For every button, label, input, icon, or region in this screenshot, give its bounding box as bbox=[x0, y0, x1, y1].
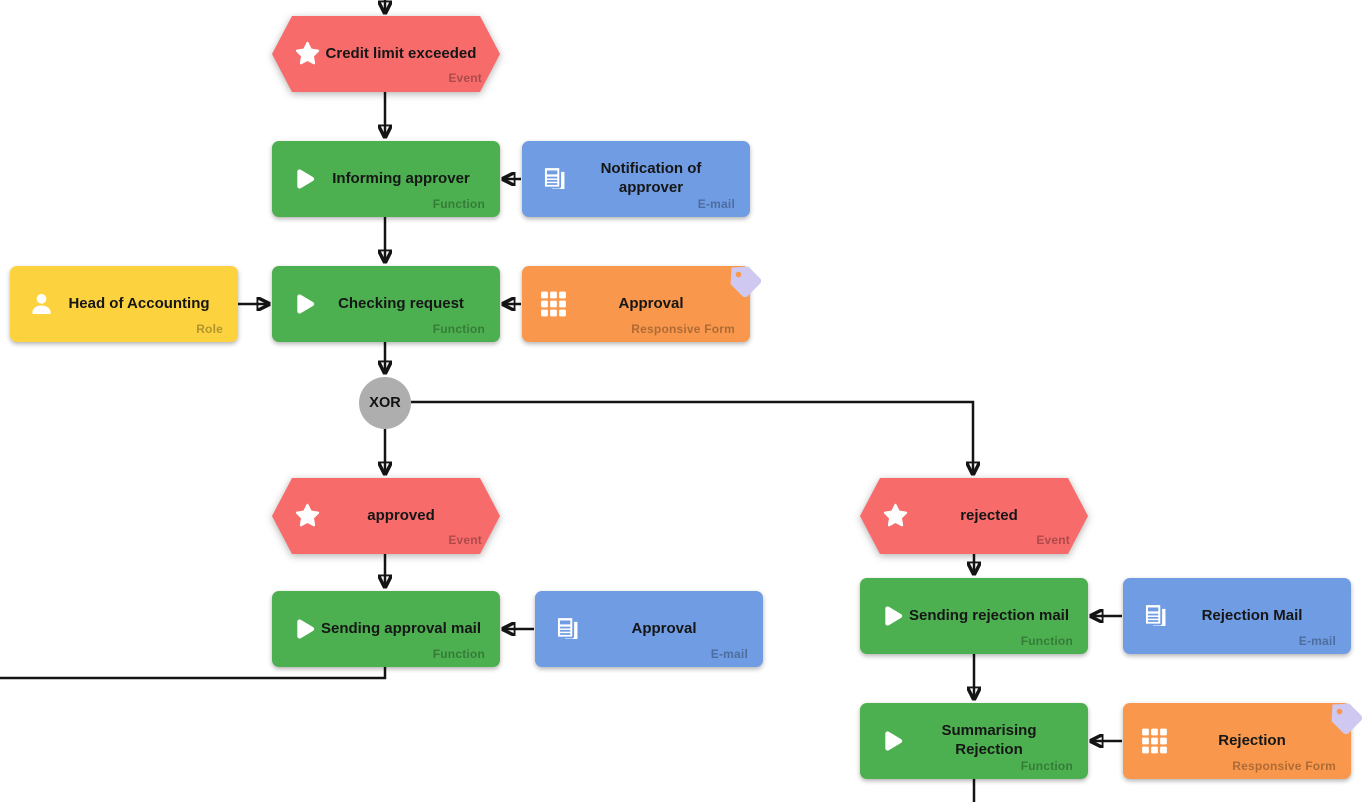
star-icon bbox=[294, 503, 321, 530]
document-icon bbox=[540, 165, 570, 193]
function-checking-request[interactable]: Checking request Function bbox=[272, 266, 500, 342]
node-label: Approval bbox=[618, 294, 684, 312]
node-label: Notification of approver bbox=[600, 160, 702, 196]
event-shape[interactable]: approved Event bbox=[272, 478, 500, 554]
role-head-of-accounting[interactable]: Head of Accounting Role bbox=[10, 266, 238, 342]
node-type-label: Role bbox=[196, 322, 223, 336]
function-summarising-rejection[interactable]: Summarising Rejection Function bbox=[860, 703, 1088, 779]
node-label: Informing approver bbox=[332, 169, 470, 187]
function-sending-approval-mail[interactable]: Sending approval mail Function bbox=[272, 591, 500, 667]
node-type-label: Function bbox=[432, 647, 485, 661]
node-label: Summarising Rejection bbox=[941, 722, 1037, 758]
email-rejection-mail[interactable]: Rejection Mail E-mail bbox=[1123, 578, 1351, 654]
node-type-label: E-mail bbox=[697, 197, 735, 211]
event-shape[interactable]: Credit limit exceeded Event bbox=[272, 16, 500, 92]
form-rejection[interactable]: Rejection Responsive Form bbox=[1123, 703, 1351, 779]
node-label: Credit limit exceeded bbox=[325, 44, 477, 62]
node-label: Sending approval mail bbox=[320, 619, 482, 637]
play-icon bbox=[878, 728, 905, 755]
tag-icon bbox=[1324, 696, 1364, 736]
event-shape[interactable]: rejected Event bbox=[860, 478, 1088, 554]
form-approval[interactable]: Approval Responsive Form bbox=[522, 266, 750, 342]
edge-xor-to-rejected[interactable] bbox=[411, 400, 973, 474]
event-rejected[interactable]: rejected Event bbox=[860, 478, 1088, 554]
document-icon bbox=[1141, 602, 1171, 630]
xor-connector[interactable]: XOR bbox=[359, 377, 411, 429]
person-icon bbox=[28, 291, 55, 318]
node-type-label: E-mail bbox=[1298, 634, 1336, 648]
node-type-label: Function bbox=[1020, 759, 1073, 773]
node-type-label: Function bbox=[432, 322, 485, 336]
function-informing-approver[interactable]: Informing approver Function bbox=[272, 141, 500, 217]
node-type-label: Event bbox=[1036, 533, 1070, 547]
xor-label: XOR bbox=[369, 395, 401, 411]
node-label: Rejection Mail bbox=[1201, 606, 1303, 624]
function-sending-rejection-mail[interactable]: Sending rejection mail Function bbox=[860, 578, 1088, 654]
node-label: approved bbox=[367, 506, 435, 524]
node-type-label: Responsive Form bbox=[1232, 759, 1336, 773]
node-label: Rejection bbox=[1218, 731, 1286, 749]
event-approved[interactable]: approved Event bbox=[272, 478, 500, 554]
tag-icon bbox=[723, 259, 763, 299]
play-icon bbox=[290, 166, 317, 193]
node-type-label: Responsive Form bbox=[631, 322, 735, 336]
node-label: Checking request bbox=[338, 294, 464, 312]
node-type-label: Event bbox=[448, 533, 482, 547]
star-icon bbox=[882, 503, 909, 530]
star-icon bbox=[294, 41, 321, 68]
node-label: rejected bbox=[960, 506, 1018, 524]
play-icon bbox=[290, 616, 317, 643]
email-approval[interactable]: Approval E-mail bbox=[535, 591, 763, 667]
edge-sending-approval-exit-left[interactable] bbox=[0, 666, 387, 680]
node-type-label: Event bbox=[448, 71, 482, 85]
node-label: Head of Accounting bbox=[68, 294, 210, 312]
node-type-label: Function bbox=[1020, 634, 1073, 648]
node-type-label: E-mail bbox=[710, 647, 748, 661]
event-credit-limit-exceeded[interactable]: Credit limit exceeded Event bbox=[272, 16, 500, 92]
document-icon bbox=[553, 615, 583, 643]
email-notification-of-approver[interactable]: Notification of approver E-mail bbox=[522, 141, 750, 217]
play-icon bbox=[290, 291, 317, 318]
node-label: Sending rejection mail bbox=[908, 606, 1070, 624]
node-label: Approval bbox=[631, 619, 697, 637]
grid-icon bbox=[540, 291, 567, 318]
node-type-label: Function bbox=[432, 197, 485, 211]
grid-icon bbox=[1141, 728, 1168, 755]
play-icon bbox=[878, 603, 905, 630]
